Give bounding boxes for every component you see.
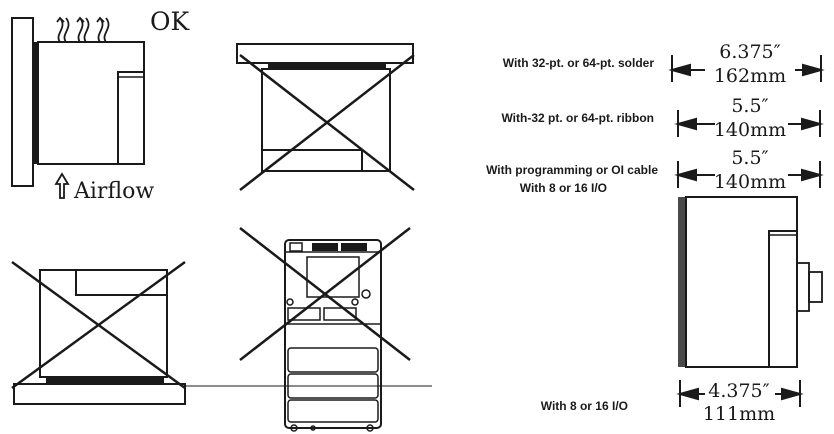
dimension-inch: 5.5″ xyxy=(731,147,768,169)
display-area xyxy=(306,256,360,298)
mounting-wall-panel xyxy=(11,17,34,187)
io-slot xyxy=(287,347,379,373)
module-back-plate xyxy=(33,42,38,164)
module-latch xyxy=(768,230,798,236)
top-terminal xyxy=(289,242,303,252)
status-led xyxy=(361,289,371,299)
module-body xyxy=(37,41,145,165)
dimension-arrows xyxy=(668,55,825,407)
module-front-cover xyxy=(261,149,363,172)
bottom-screw xyxy=(366,424,374,432)
cross-mark xyxy=(239,227,411,361)
floor-panel xyxy=(13,383,186,405)
module-side-panel xyxy=(678,197,686,367)
label-strip xyxy=(323,307,357,321)
mounting-screw xyxy=(286,298,294,306)
dimension-label: With 32-pt. or 64-pt. solder xyxy=(503,56,655,70)
module-latch xyxy=(117,71,145,78)
bottom-screw xyxy=(310,425,316,431)
dimension-label: With 8 or 16 I/O xyxy=(541,399,628,413)
module-side-view xyxy=(678,196,823,368)
module-front-cover xyxy=(768,230,798,368)
dimension-mm: 162mm xyxy=(714,65,786,87)
cross-mark xyxy=(11,260,186,390)
dimension-inch: 6.375″ xyxy=(719,41,781,63)
dimension-inch: 4.375″ xyxy=(708,380,770,402)
dimension-label: With programming or OI cable xyxy=(486,163,658,177)
module-front-view xyxy=(284,239,382,429)
dimension-mm: 140mm xyxy=(714,171,786,193)
top-connector xyxy=(341,243,367,251)
cable-plug xyxy=(808,271,823,303)
bottom-screw xyxy=(290,424,298,432)
mounting-screw xyxy=(351,298,359,306)
module-back-plate xyxy=(268,63,386,69)
dimension-label: With-32 pt. or 64-pt. ribbon xyxy=(501,111,654,125)
mounting-incorrect-floor xyxy=(11,260,432,405)
dimension-mm: 111mm xyxy=(703,403,775,425)
dimension-mm: 140mm xyxy=(714,119,786,141)
label-strip xyxy=(287,307,321,321)
mounting-incorrect-stacked xyxy=(239,227,411,432)
mounting-correct-vertical: OK Airflow xyxy=(11,7,190,204)
airflow-arrow-icon xyxy=(54,172,70,199)
module-front-cover xyxy=(75,269,168,296)
ceiling-panel xyxy=(236,43,414,64)
module-body xyxy=(685,196,798,368)
heat-arrows-icon xyxy=(56,16,110,43)
cable-connector xyxy=(796,262,810,312)
dimension-inch: 5.5″ xyxy=(731,95,768,117)
io-slot xyxy=(287,373,379,399)
io-slot xyxy=(287,399,379,423)
top-connector xyxy=(312,243,338,251)
dimension-label-secondary: With 8 or 16 I/O xyxy=(520,181,607,195)
airflow-label: Airflow xyxy=(73,179,154,204)
module-front-cover xyxy=(117,71,145,165)
cross-mark xyxy=(239,54,415,191)
module-back-plate xyxy=(46,377,164,384)
mounting-incorrect-ceiling xyxy=(236,43,415,191)
ok-label: OK xyxy=(150,7,190,36)
dimension-list: With 32-pt. or 64-pt. solder 6.375″ 162m… xyxy=(486,41,786,425)
